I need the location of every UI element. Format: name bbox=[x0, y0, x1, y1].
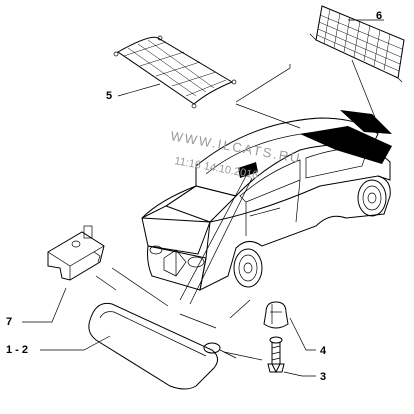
sun-visor-highlight bbox=[238, 162, 258, 178]
trunk-floor-highlight bbox=[300, 110, 392, 164]
callout-3: 3 bbox=[320, 371, 326, 383]
front-wheel bbox=[233, 248, 263, 288]
callout-6: 6 bbox=[376, 10, 382, 22]
leader-5 bbox=[117, 83, 161, 97]
callout-4: 4 bbox=[320, 345, 327, 357]
leader-clip-up bbox=[229, 299, 251, 319]
screw-part-3 bbox=[267, 336, 285, 374]
leader-3 bbox=[283, 371, 316, 377]
callout-7: 7 bbox=[6, 316, 12, 328]
rear-wheel bbox=[357, 179, 387, 217]
leader-net-car bbox=[235, 103, 301, 129]
floor-net-part-5 bbox=[113, 35, 237, 109]
leader-visor-a bbox=[179, 175, 247, 301]
leader-4 bbox=[289, 317, 316, 351]
callout-1-2: 1 - 2 bbox=[6, 344, 28, 356]
sun-visor-part-1-2 bbox=[88, 302, 237, 390]
callout-5: 5 bbox=[106, 90, 112, 102]
luggage-net-part-6 bbox=[309, 5, 405, 83]
leader-5b bbox=[235, 64, 291, 103]
clip-part-4 bbox=[263, 301, 289, 329]
leader-mid bbox=[179, 313, 217, 329]
leader-7b bbox=[95, 275, 117, 291]
watermark-timestamp: 11:16 14.10.2016 bbox=[173, 155, 259, 182]
leader-7-callout bbox=[22, 287, 67, 323]
leader-visor-clip bbox=[223, 351, 263, 361]
leader-7 bbox=[111, 267, 169, 307]
leader-1-2 bbox=[40, 335, 111, 351]
visor-bracket-part-7 bbox=[47, 225, 105, 281]
leader-visor-b bbox=[189, 177, 253, 305]
